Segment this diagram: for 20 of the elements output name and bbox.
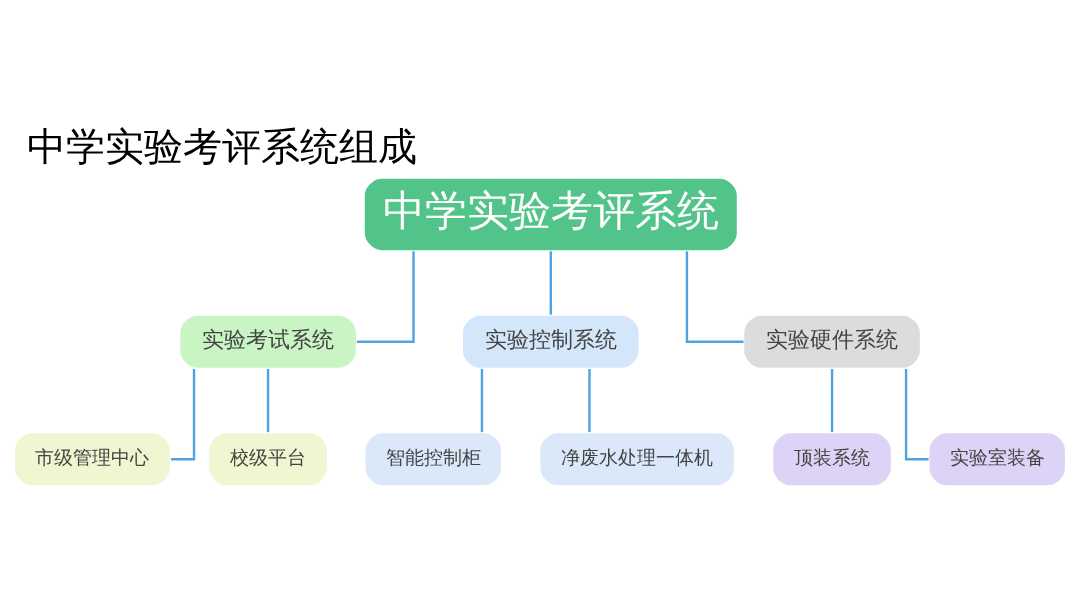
connector (830, 368, 834, 432)
node-box: 顶装系统 (771, 431, 893, 487)
node-box: 实验考试系统 (178, 313, 358, 369)
connector (549, 250, 552, 315)
connector (170, 368, 196, 460)
connector (904, 368, 929, 460)
diagram-title: 中学实验考评系统组成 (26, 123, 417, 169)
connector (480, 368, 484, 432)
node-box: 实验控制系统 (461, 313, 641, 369)
node-box: 实验硬件系统 (742, 313, 922, 369)
connector (266, 368, 270, 432)
node-box: 市级管理中心 (13, 431, 172, 487)
node-box: 智能控制柜 (364, 431, 503, 487)
connector (588, 368, 591, 432)
node-box: 实验室装备 (928, 431, 1067, 487)
connector (685, 250, 744, 343)
node-box: 校级平台 (207, 431, 329, 487)
node-box: 中学实验考评系统 (363, 176, 739, 252)
node-box: 净废水处理一体机 (538, 431, 736, 487)
connector (356, 250, 415, 343)
